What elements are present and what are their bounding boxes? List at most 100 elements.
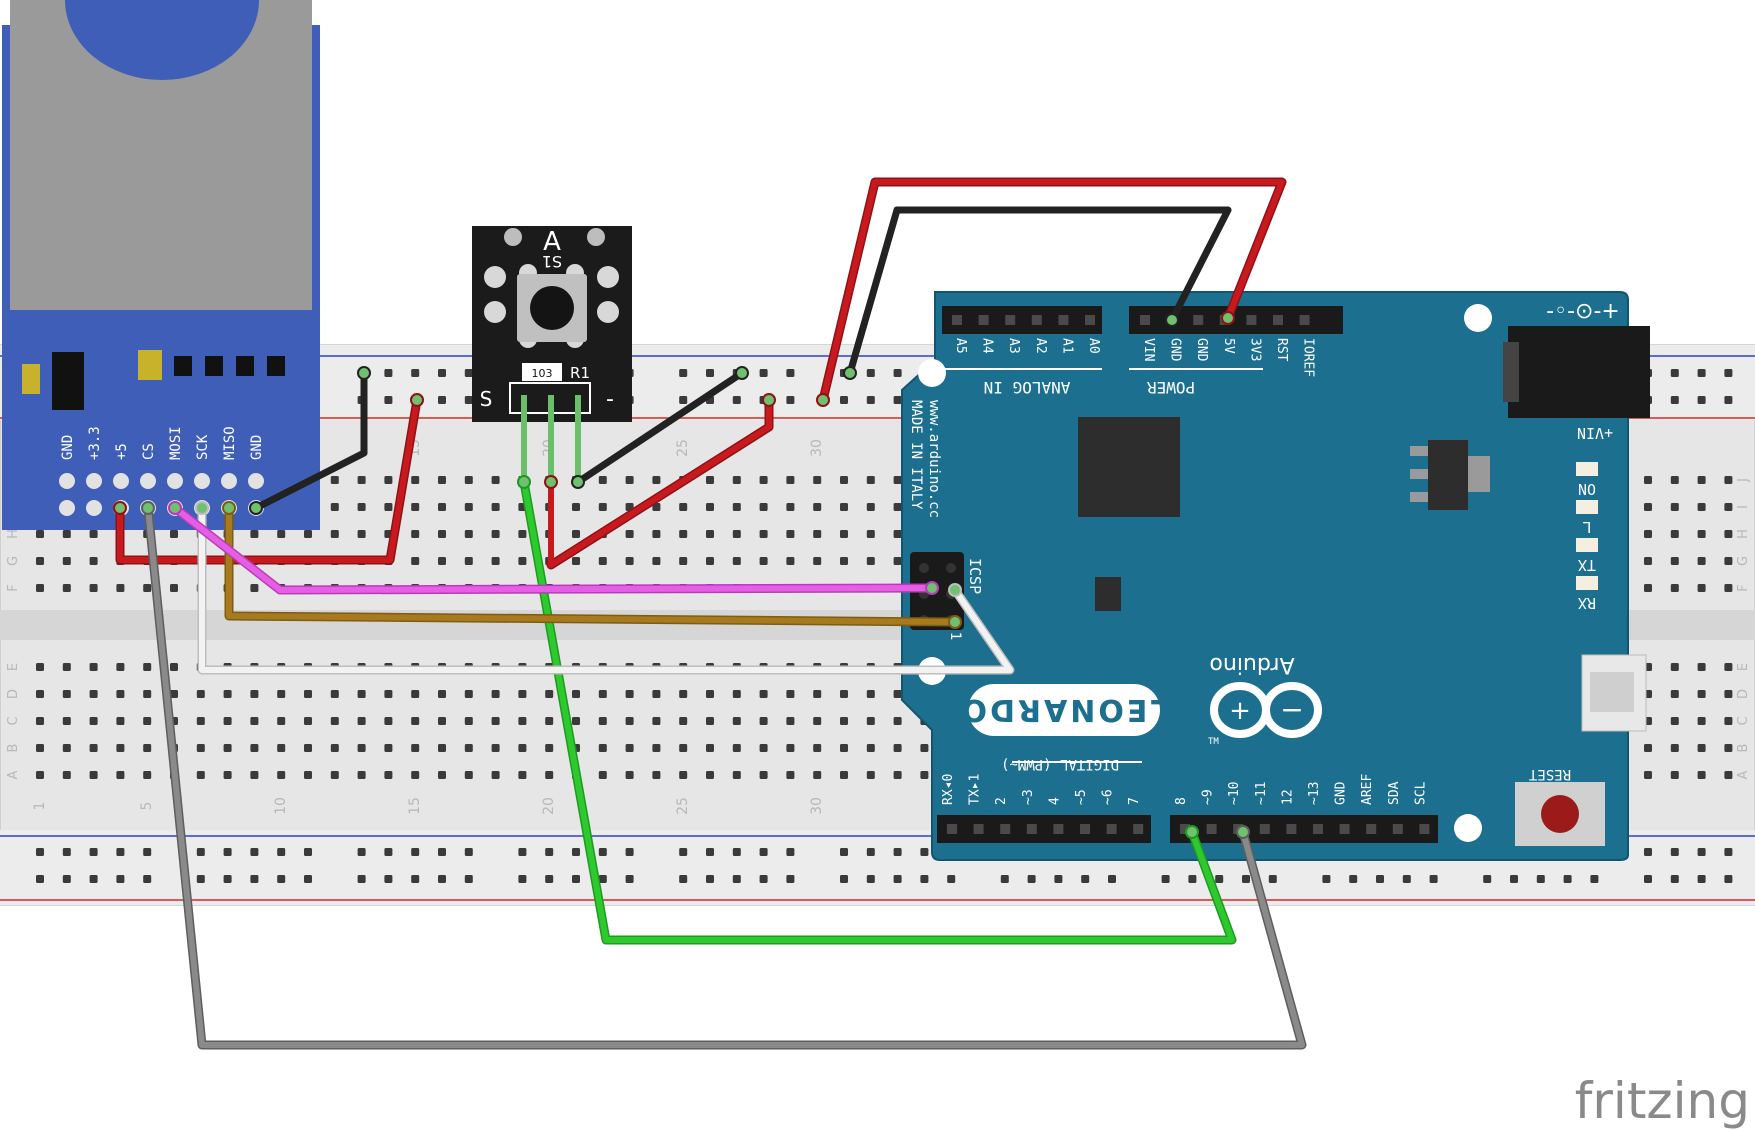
terminal-hole: [384, 744, 393, 752]
row-letter: G: [6, 556, 21, 566]
wire-end: [544, 475, 558, 489]
terminal-hole: [866, 690, 875, 698]
mount-hole-1: [918, 359, 946, 387]
terminal-hole: [304, 690, 312, 698]
terminal-hole: [89, 771, 98, 779]
terminal-hole: [786, 771, 795, 779]
rail-hole: [1000, 875, 1009, 883]
column-number: 25: [675, 439, 691, 457]
analog-header: [942, 306, 1102, 334]
pin-label: VIN: [1141, 338, 1156, 361]
terminal-hole: [786, 744, 795, 752]
rail-hole: [1188, 875, 1197, 883]
row-letter: E: [6, 663, 21, 671]
terminal-hole: [1670, 690, 1679, 698]
terminal-hole: [464, 744, 473, 752]
terminal-hole: [330, 717, 339, 725]
terminal-hole: [1724, 663, 1733, 671]
header-pin: [1180, 824, 1190, 834]
led-label: RX: [1578, 594, 1596, 612]
header-pin: [978, 315, 989, 325]
terminal-hole: [625, 717, 634, 725]
terminal-hole: [1697, 663, 1706, 671]
terminal-hole: [866, 530, 875, 538]
terminal-hole: [491, 503, 500, 511]
terminal-hole: [598, 771, 607, 779]
rail-hole: [143, 848, 152, 856]
wire-sd-miso-brown-core: [226, 508, 956, 625]
terminal-hole: [1670, 771, 1679, 779]
pin-label: ~11: [1254, 782, 1269, 805]
rail-hole: [223, 875, 232, 883]
arduino-url: www.arduino.cc: [926, 400, 942, 518]
rail-hole: [545, 875, 554, 883]
rail-hole: [384, 848, 393, 856]
header-pin: [1026, 824, 1037, 834]
pin-s-label: S: [480, 387, 493, 411]
terminal-hole: [491, 717, 500, 725]
pin-label: A0: [1086, 338, 1101, 354]
rail-hole: [143, 875, 152, 883]
rail-hole: [759, 848, 768, 856]
row-letter: B: [1736, 744, 1751, 753]
row-letter: B: [6, 744, 21, 753]
terminal-hole: [277, 771, 286, 779]
pin-label: IOREF: [1301, 338, 1316, 377]
terminal-hole: [679, 717, 688, 725]
terminal-hole: [893, 557, 902, 565]
terminal-hole: [62, 557, 71, 565]
terminal-hole: [1670, 503, 1679, 511]
rail-hole: [893, 396, 902, 404]
terminal-hole: [411, 744, 420, 752]
terminal-hole: [304, 530, 312, 538]
terminal-hole: [304, 717, 312, 725]
header-pin: [1392, 824, 1403, 834]
rail-hole: [679, 875, 688, 883]
terminal-hole: [679, 557, 688, 565]
row-letter: F: [1736, 584, 1751, 591]
pin-label: GND: [1334, 781, 1349, 805]
svg-text:+: +: [1229, 696, 1251, 726]
terminal-hole: [1724, 530, 1733, 538]
terminal-hole: [116, 690, 125, 698]
rail-hole: [679, 369, 688, 377]
rail-hole: [947, 875, 956, 883]
rail-hole: [1429, 875, 1438, 883]
terminal-hole: [1724, 771, 1733, 779]
terminal-hole: [411, 476, 420, 484]
mount-hole-tl: [504, 228, 522, 246]
pin-label: 8: [1174, 797, 1189, 805]
pin-label: AREF: [1360, 774, 1375, 805]
header-pin: [1053, 824, 1064, 834]
led-label: TX: [1578, 556, 1596, 574]
rail-hole: [196, 848, 205, 856]
push-button-cap[interactable]: [530, 286, 574, 330]
header-pin: [1000, 824, 1011, 834]
model-badge: [968, 684, 1160, 736]
rail-hole: [1054, 875, 1063, 883]
terminal-hole: [330, 690, 339, 698]
rail-hole: [384, 875, 393, 883]
wire-end: [249, 501, 263, 515]
reset-button[interactable]: [1541, 795, 1579, 833]
terminal-hole: [706, 690, 714, 698]
column-number: 5: [139, 802, 155, 811]
terminal-hole: [62, 744, 71, 752]
wire-end: [195, 501, 209, 515]
column-number: 25: [675, 797, 691, 815]
digital-heading: DIGITAL (PWM~): [1001, 756, 1119, 772]
terminal-hole: [250, 690, 259, 698]
terminal-hole: [759, 530, 768, 538]
dc-power-jack[interactable]: [1508, 326, 1650, 418]
terminal-hole: [840, 557, 848, 565]
sd-pin-pad: [221, 473, 237, 489]
wire-end: [517, 475, 531, 489]
terminal-hole: [438, 771, 446, 779]
row-letter: G: [1736, 556, 1751, 566]
rail-hole: [518, 875, 527, 883]
wire-sd-5v-red-core: [117, 399, 420, 563]
terminal-hole: [786, 690, 795, 698]
button-top-label: A: [543, 227, 561, 257]
terminal-hole: [840, 476, 848, 484]
terminal-hole: [518, 690, 527, 698]
